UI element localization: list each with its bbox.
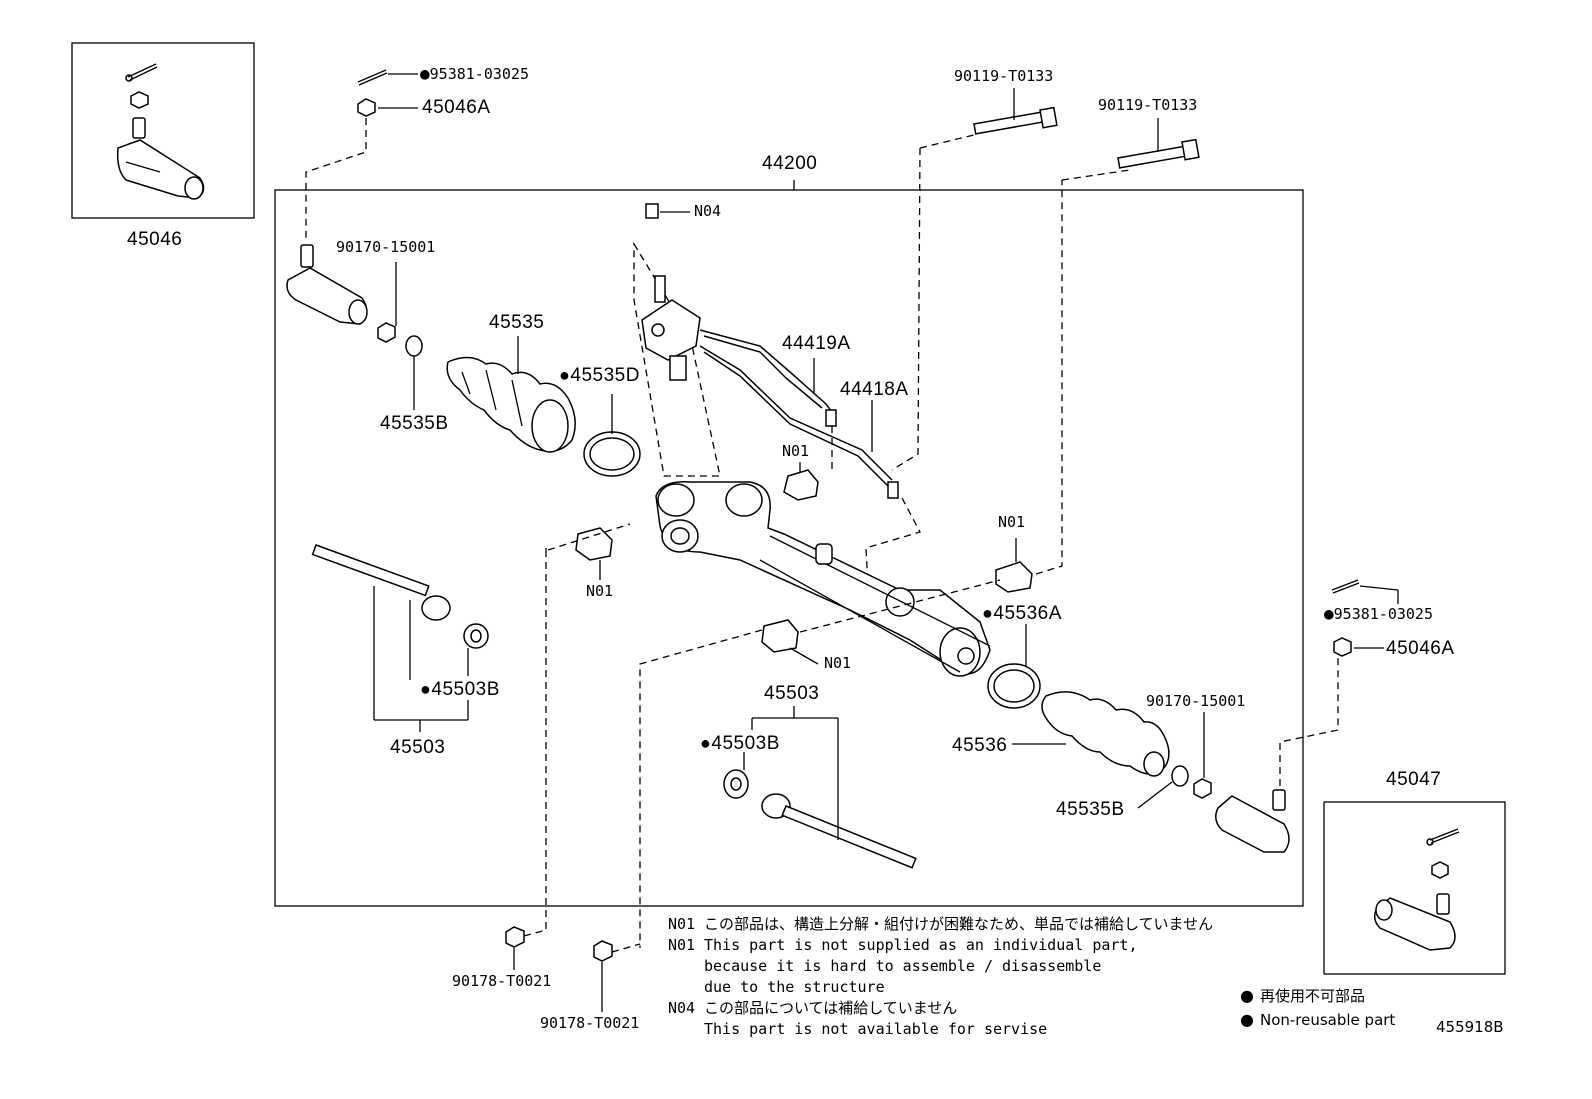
label-bushing-3: N01 [998,513,1026,531]
label-45047: 45047 [1386,769,1442,790]
label-rack-end-left: 45503 [390,737,446,758]
label-claw-washer-right: ●45503B [700,733,780,754]
bushings [545,133,1131,948]
label-nut-left: 45046A [422,97,491,118]
label-lock-nut-right: 90170-15001 [1146,692,1246,710]
label-45046: 45046 [127,229,183,250]
label-valve-bolt: N04 [694,202,722,220]
label-lock-nut-left: 90170-15001 [336,238,436,256]
rack-end-left [311,544,489,732]
note-line: This part is not available for servise [704,1020,1048,1038]
label-flange-nut-1: 90178-T0021 [452,972,552,990]
inset-box-45047 [1323,801,1506,975]
bullet-icon: ● [1240,986,1254,1005]
inset-box-45046 [71,42,255,219]
rack-housing [655,481,991,677]
label-clip-right: 45535B [1056,799,1125,820]
label-rack-end-right: 45503 [764,683,820,704]
label-assembly-44200: 44200 [762,153,818,174]
label-bolt-2: 90119-T0133 [1098,96,1198,114]
label-flange-nut-2: 90178-T0021 [540,1014,640,1032]
right-boot-area [987,579,1399,853]
label-boot-clamp-left: ●45535D [559,365,640,386]
label-boot-left: 45535 [489,312,545,333]
label-boot-right: 45536 [952,735,1008,756]
label-clip-left: 45535B [380,413,449,434]
legend: ●再使用不可部品 ●Non-reusable part [1240,984,1395,1032]
left-hardware [286,69,641,477]
note-line: because it is hard to assemble / disasse… [704,957,1102,975]
pipes [699,329,921,587]
valve-housing [633,203,721,477]
bullet-icon: ● [1240,1010,1254,1029]
inset-right-parts [1373,828,1460,951]
label-bushing-1: N01 [782,442,810,460]
label-boot-clamp-right: ●45536A [982,603,1062,624]
label-bolt-1: 90119-T0133 [954,67,1054,85]
label-bushing-2: N01 [586,582,614,600]
label-nut-right: 45046A [1386,638,1455,659]
rack-end-right [723,706,917,869]
inset-left-parts [116,63,205,200]
label-bushing-4: N01 [824,654,852,672]
label-cotter-pin-left: ●95381-03025 [420,64,529,83]
bolts [973,88,1200,169]
note-line: due to the structure [704,978,885,996]
assembly-frame-44200 [274,189,1304,907]
label-cotter-pin-right: ●95381-03025 [1324,604,1433,623]
legend-ja: ●再使用不可部品 [1240,986,1365,1005]
illustration-id: 455918B [1436,1018,1504,1036]
legend-en: ●Non-reusable part [1240,1010,1396,1029]
label-pipe-1: 44419A [782,333,851,354]
label-pipe-2: 44418A [840,379,909,400]
flange-nuts [505,926,641,1012]
label-claw-washer-left: ●45503B [420,679,500,700]
